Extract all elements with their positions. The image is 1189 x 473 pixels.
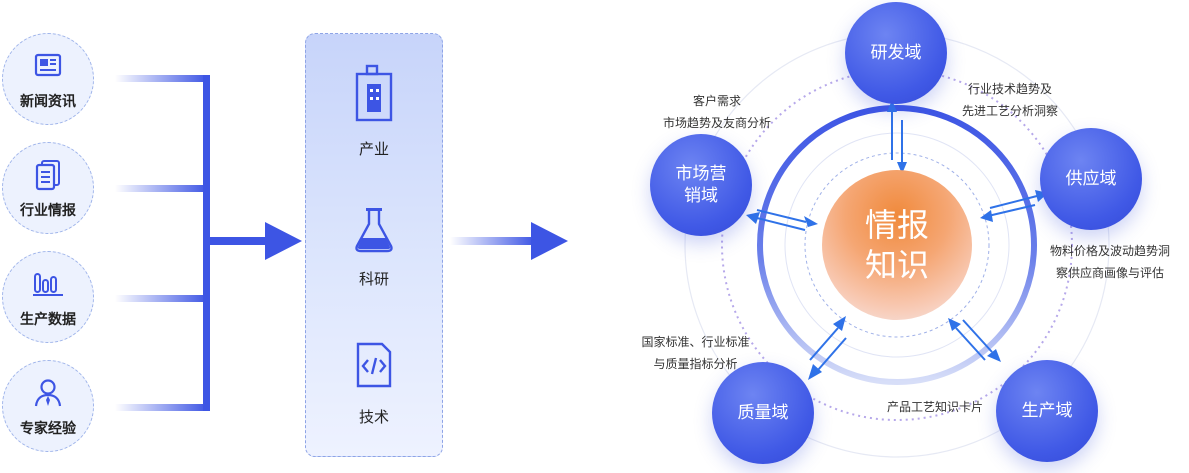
center-line2: 知识 — [864, 246, 929, 284]
expert-icon — [3, 377, 93, 409]
annotation-line: 察供应商画像与评估 — [1055, 266, 1164, 280]
category-panel: 产业 科研 技术 — [305, 33, 443, 457]
domain-label: 研发域 — [870, 43, 922, 63]
annotation-production: 产品工艺知识卡片 — [880, 396, 990, 418]
building-icon — [306, 64, 442, 122]
source-news: 新闻资讯 — [2, 33, 94, 125]
annotation-line: 与质量指标分析 — [653, 357, 738, 371]
annotation-line: 产品工艺知识卡片 — [886, 400, 983, 414]
code-doc-icon — [306, 340, 442, 392]
source-label: 生产数据 — [20, 312, 76, 328]
bar-chart-icon — [3, 268, 93, 300]
source-expert: 专家经验 — [2, 360, 94, 452]
domain-label: 质量域 — [737, 403, 789, 423]
annotation-quality: 国家标准、行业标准 与质量指标分析 — [633, 331, 758, 375]
center-intel-knowledge: 情报 知识 — [822, 170, 972, 320]
category-label: 技术 — [358, 408, 389, 426]
annotation-line: 客户需求 — [692, 94, 741, 108]
source-connectors — [115, 75, 302, 411]
category-research: 科研 — [306, 206, 442, 289]
annotation-line: 行业技术趋势及 — [967, 82, 1052, 96]
category-industry: 产业 — [306, 64, 442, 159]
domain-marketing: 市场营 销域 — [650, 134, 752, 236]
domain-label-line2: 销域 — [684, 186, 718, 206]
category-technology: 技术 — [306, 340, 442, 427]
annotation-marketing: 客户需求 市场趋势及友商分析 — [652, 90, 782, 134]
domain-quality: 质量域 — [712, 362, 814, 464]
domain-production: 生产域 — [996, 360, 1098, 462]
source-production-data: 生产数据 — [2, 251, 94, 343]
source-label: 行业情报 — [20, 203, 76, 219]
source-industry-intel: 行业情报 — [2, 142, 94, 234]
annotation-supply: 物料价格及波动趋势洞 察供应商画像与评估 — [1040, 240, 1180, 284]
category-label: 产业 — [358, 140, 389, 158]
domain-label: 供应域 — [1065, 169, 1117, 189]
panel-arrow — [450, 222, 568, 260]
source-label: 新闻资讯 — [20, 94, 76, 110]
annotation-line: 市场趋势及友商分析 — [662, 116, 771, 130]
exchange-arrows — [746, 100, 1048, 380]
annotation-line: 国家标准、行业标准 — [641, 335, 750, 349]
annotation-line: 先进工艺分析洞察 — [961, 104, 1058, 118]
annotation-line: 物料价格及波动趋势洞 — [1049, 244, 1170, 258]
flask-icon — [306, 206, 442, 258]
category-label: 科研 — [358, 270, 389, 288]
news-icon — [3, 50, 93, 82]
domain-supply: 供应域 — [1040, 128, 1142, 230]
domain-rd: 研发域 — [845, 2, 947, 104]
domain-label: 生产域 — [1021, 401, 1073, 421]
domain-label-line1: 市场营 — [675, 164, 727, 184]
center-line1: 情报 — [864, 206, 929, 244]
document-icon — [3, 159, 93, 191]
source-label: 专家经验 — [20, 421, 76, 437]
annotation-rd: 行业技术趋势及 先进工艺分析洞察 — [950, 78, 1070, 122]
